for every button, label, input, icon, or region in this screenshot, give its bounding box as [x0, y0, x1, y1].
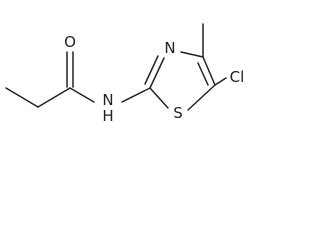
- chlorine-label: Cl: [230, 68, 245, 86]
- amide-nitrogen-label: N: [102, 91, 113, 109]
- amide-hydrogen-label: H: [102, 107, 113, 125]
- bond-ring-c2-n3-a: [149, 57, 165, 89]
- chemical-structure: O N H N S Cl: [5, 23, 245, 125]
- bond-ring-c4-c5: [202, 56, 216, 86]
- bond-ring-c2-n3-b: [144, 55, 159, 85]
- bond-ring-chlorine: [214, 77, 227, 86]
- oxygen-label: O: [64, 33, 76, 51]
- bond-ring-c5-s1: [187, 84, 216, 111]
- bond-ethyl-ch3-ch2: [5, 87, 39, 108]
- bond-ring-n3-c4: [180, 51, 204, 58]
- sulfur-label: S: [173, 104, 183, 122]
- bond-ring-c4-c5-inner: [197, 62, 209, 86]
- structure-canvas: O N H N S Cl: [0, 0, 256, 128]
- ring-nitrogen-label: N: [164, 39, 175, 57]
- bond-nh-ring: [121, 87, 151, 103]
- bond-ring-s1-c2: [149, 87, 169, 109]
- bond-ch2-carbonyl: [37, 87, 71, 108]
- bond-carbonyl-nh: [69, 87, 95, 103]
